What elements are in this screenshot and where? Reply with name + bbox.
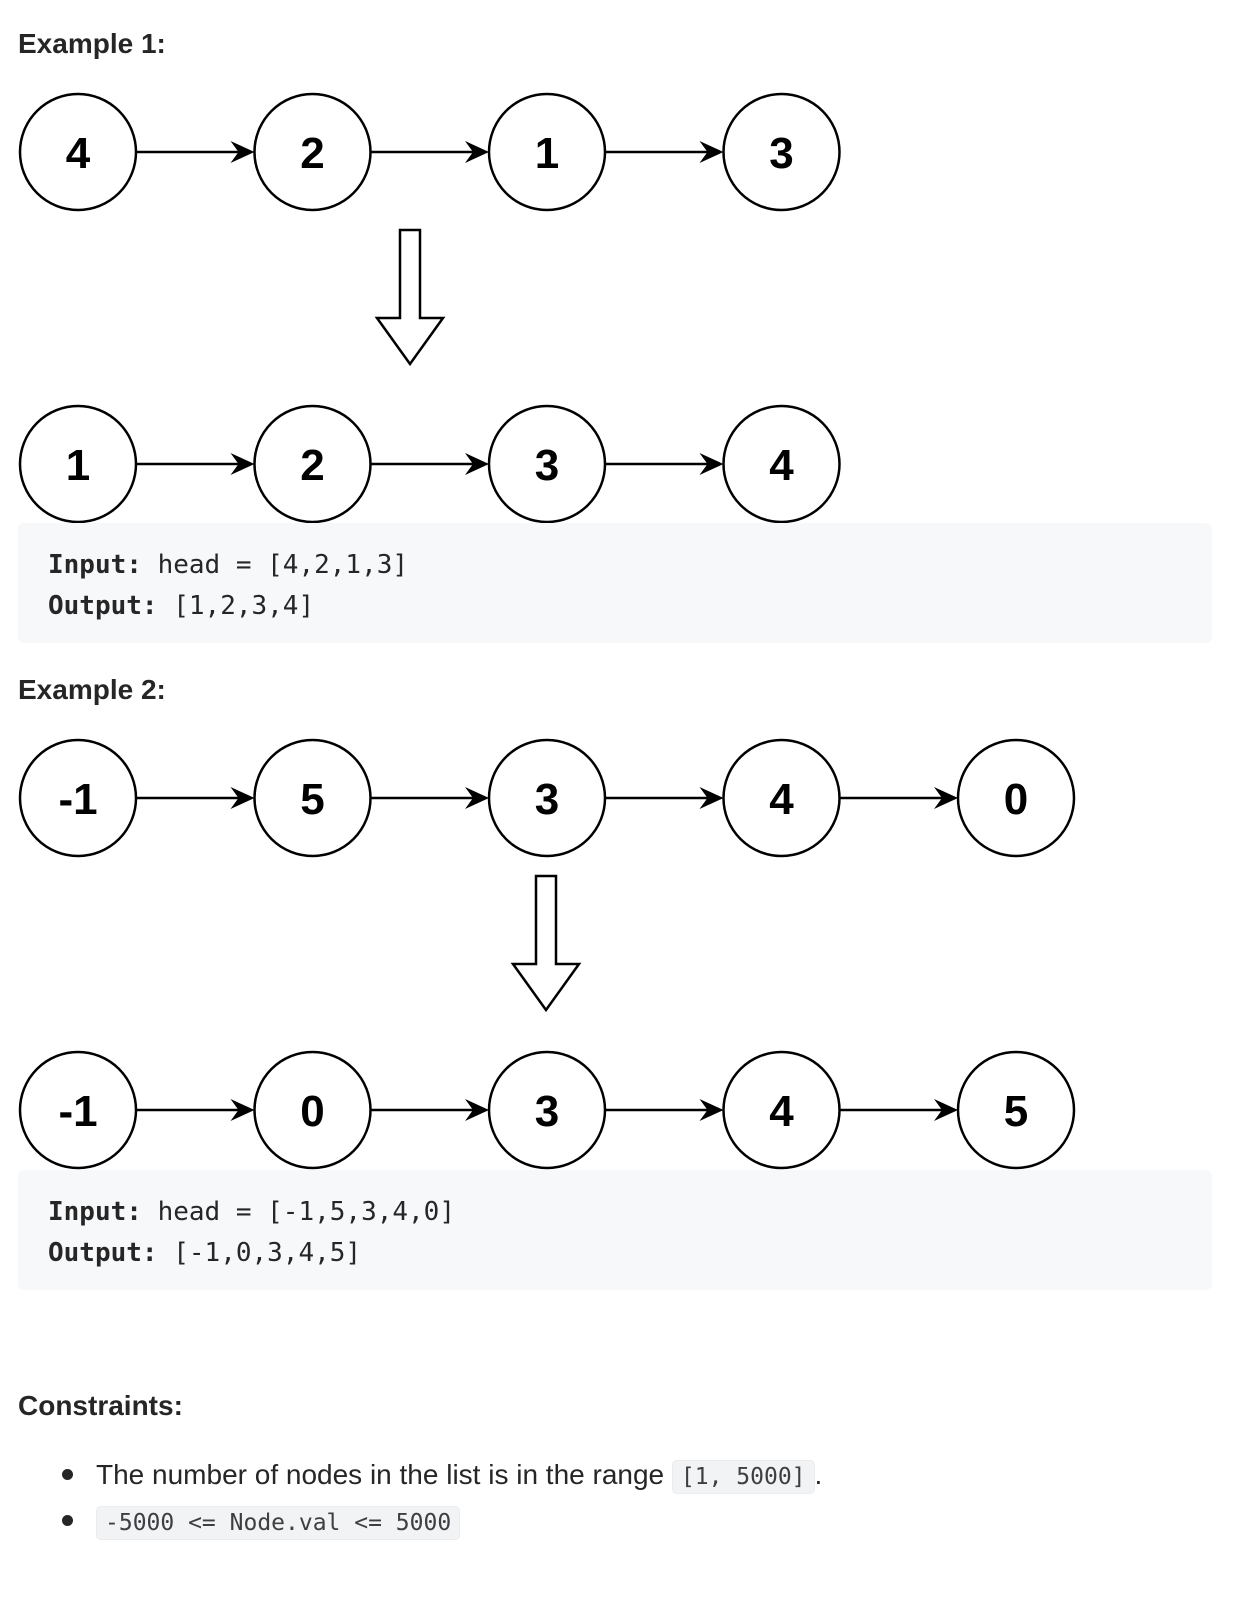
constraint-text: The number of nodes in the list is in th… xyxy=(96,1459,672,1490)
before-node-value: -1 xyxy=(58,775,97,824)
output-value: [-1,0,3,4,5] xyxy=(157,1238,362,1268)
example-2-diagram: -1 5 3 4 0 -1 0 3 4 5 xyxy=(18,738,1076,1170)
link-arrowhead-icon xyxy=(465,453,489,475)
after-node-value: 1 xyxy=(66,441,90,490)
bullet-icon xyxy=(62,1469,73,1480)
link-arrowhead-icon xyxy=(230,453,255,475)
output-label: Output: xyxy=(48,591,158,621)
after-node xyxy=(722,404,841,524)
after-node xyxy=(487,1050,607,1170)
link-arrowhead-icon xyxy=(465,1099,489,1121)
after-node xyxy=(956,1050,1076,1170)
input-label: Input: xyxy=(48,1197,142,1227)
link-arrowhead-icon xyxy=(699,141,724,163)
after-node-value: 2 xyxy=(300,441,324,490)
link-arrowhead-icon xyxy=(230,787,255,809)
transform-down-arrow-icon xyxy=(510,874,582,1013)
output-value: [1,2,3,4] xyxy=(157,591,315,621)
constraint-code: -5000 <= Node.val <= 5000 xyxy=(96,1506,461,1540)
before-node-value: 3 xyxy=(535,775,559,824)
after-node xyxy=(253,1050,372,1170)
after-node-value: 5 xyxy=(1004,1087,1028,1136)
before-node xyxy=(722,92,841,212)
after-node-value: -1 xyxy=(58,1087,97,1136)
after-node-value: 3 xyxy=(535,441,559,490)
example-1-heading: Example 1: xyxy=(18,28,166,59)
before-node-value: 4 xyxy=(66,129,91,178)
input-label: Input: xyxy=(48,550,142,580)
link-arrowhead-icon xyxy=(934,787,958,809)
constraint-item: The number of nodes in the list is in th… xyxy=(62,1452,822,1498)
before-node xyxy=(253,92,372,212)
before-node xyxy=(722,738,841,858)
link-arrowhead-icon xyxy=(465,787,489,809)
before-node-value: 2 xyxy=(300,129,324,178)
constraints-list: The number of nodes in the list is in th… xyxy=(62,1452,822,1544)
input-value: head = [-1,5,3,4,0] xyxy=(141,1197,455,1227)
after-node-value: 3 xyxy=(535,1087,559,1136)
example-1-diagram: 4 2 1 3 1 2 3 4 xyxy=(18,92,841,524)
before-node xyxy=(487,738,607,858)
before-node-value: 0 xyxy=(1004,775,1028,824)
after-node-value: 4 xyxy=(769,441,794,490)
after-node xyxy=(18,1050,138,1170)
bullet-icon xyxy=(62,1515,73,1526)
example-2-input-line: Input: head = [-1,5,3,4,0] xyxy=(48,1192,1212,1233)
example-2-code-block: Input: head = [-1,5,3,4,0] Output: [-1,0… xyxy=(18,1170,1212,1290)
constraint-item: -5000 <= Node.val <= 5000 xyxy=(62,1498,822,1544)
before-node xyxy=(18,738,138,858)
example-1-code-block: Input: head = [4,2,1,3] Output: [1,2,3,4… xyxy=(18,523,1212,643)
before-node xyxy=(253,738,372,858)
after-node xyxy=(18,404,138,524)
link-arrowhead-icon xyxy=(934,1099,958,1121)
constraint-code: [1, 5000] xyxy=(671,1460,815,1494)
before-node-value: 5 xyxy=(300,775,324,824)
after-node-value: 0 xyxy=(300,1087,324,1136)
before-node-value: 3 xyxy=(769,129,793,178)
constraints-heading: Constraints: xyxy=(18,1390,183,1421)
output-label: Output: xyxy=(48,1238,158,1268)
example-2-heading: Example 2: xyxy=(18,674,166,705)
before-node-value: 4 xyxy=(769,775,794,824)
before-node xyxy=(18,92,138,212)
link-arrowhead-icon xyxy=(230,1099,255,1121)
link-arrowhead-icon xyxy=(465,141,489,163)
after-node xyxy=(253,404,372,524)
after-node xyxy=(487,404,607,524)
example-2-output-line: Output: [-1,0,3,4,5] xyxy=(48,1233,1212,1274)
after-node xyxy=(722,1050,841,1170)
constraint-suffix: . xyxy=(814,1459,823,1490)
link-arrowhead-icon xyxy=(699,787,724,809)
before-node xyxy=(487,92,607,212)
example-1-output-line: Output: [1,2,3,4] xyxy=(48,586,1212,627)
after-node-value: 4 xyxy=(769,1087,794,1136)
input-value: head = [4,2,1,3] xyxy=(141,550,409,580)
link-arrowhead-icon xyxy=(699,453,724,475)
link-arrowhead-icon xyxy=(699,1099,724,1121)
link-arrowhead-icon xyxy=(230,141,255,163)
before-node xyxy=(956,738,1076,858)
transform-down-arrow-icon xyxy=(374,228,446,367)
example-1-input-line: Input: head = [4,2,1,3] xyxy=(48,545,1212,586)
before-node-value: 1 xyxy=(535,129,559,178)
